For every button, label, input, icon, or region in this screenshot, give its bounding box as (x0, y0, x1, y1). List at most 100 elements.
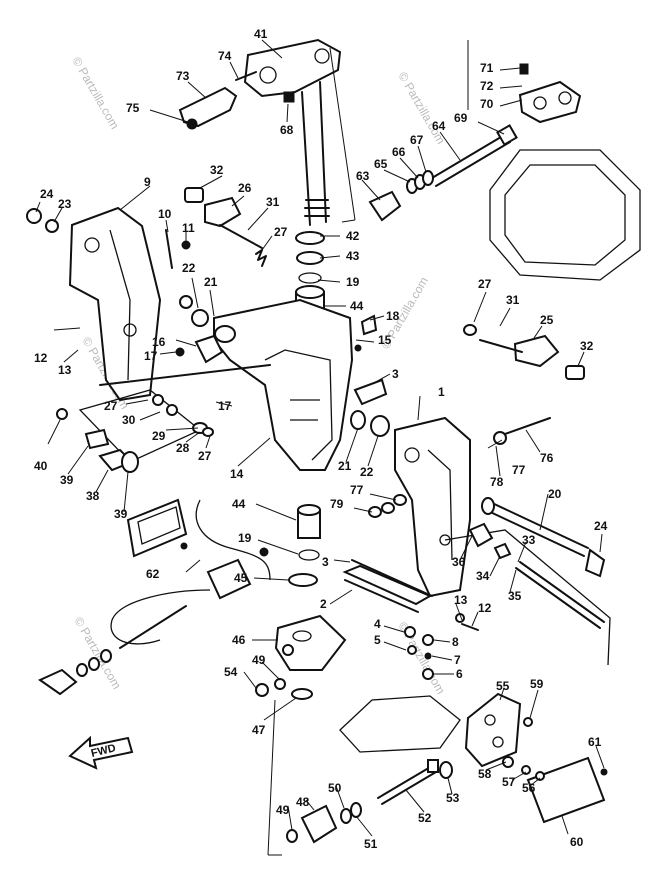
callout-8: 8 (452, 635, 459, 649)
callout-45: 45 (234, 571, 248, 585)
cable-assembly-part (37, 499, 271, 696)
callout-27-top: 27 (274, 225, 288, 239)
callout-10: 10 (158, 207, 172, 221)
callout-51: 51 (364, 837, 378, 851)
bolt-76-part (493, 417, 551, 445)
fwd-arrow: FWD (68, 735, 134, 770)
callout-21-left: 21 (204, 275, 218, 289)
callout-42: 42 (346, 229, 360, 243)
callout-68: 68 (280, 123, 294, 137)
callout-27-right: 27 (478, 277, 492, 291)
callout-22-right: 22 (360, 465, 374, 479)
stopper-25-part (463, 324, 585, 380)
tilt-tube-20-part (481, 497, 606, 578)
callout-66: 66 (392, 145, 406, 159)
callout-50: 50 (328, 781, 342, 795)
callout-41: 41 (254, 27, 268, 41)
callout-3-top: 3 (392, 367, 399, 381)
washer-43-part (296, 251, 324, 265)
callout-13-left: 13 (58, 363, 72, 377)
grease-nipple-10-11-part (165, 229, 191, 269)
callout-25: 25 (540, 313, 554, 327)
callout-33: 33 (522, 533, 536, 547)
washer-47-part (291, 688, 313, 700)
callout-77-lower: 77 (350, 483, 364, 497)
callout-44-top: 44 (350, 299, 364, 313)
callout-12-right: 12 (478, 601, 492, 615)
callout-40: 40 (34, 459, 48, 473)
lower-mount-55-part (464, 692, 533, 768)
callout-2: 2 (320, 597, 327, 611)
callout-75: 75 (126, 101, 140, 115)
washers-56-58-part (502, 756, 545, 781)
callout-44-lower: 44 (232, 497, 246, 511)
callout-54: 54 (224, 665, 238, 679)
callout-57: 57 (502, 775, 516, 789)
callout-71: 71 (480, 61, 494, 75)
callout-labels: 41 74 73 75 68 71 72 70 69 64 67 66 65 6… (34, 27, 608, 851)
callout-19-top: 19 (346, 275, 360, 289)
callout-59: 59 (530, 677, 544, 691)
callout-35: 35 (508, 589, 522, 603)
callout-30: 30 (122, 413, 136, 427)
callout-16: 16 (152, 335, 166, 349)
callout-47: 47 (252, 723, 266, 737)
callout-12-left: 12 (34, 351, 48, 365)
bolt-24-23-left-part (26, 208, 59, 233)
clamp-bracket-left-part (68, 206, 162, 402)
group-brackets (267, 40, 469, 856)
callout-76: 76 (540, 451, 554, 465)
bushing-21-22-part (350, 378, 390, 437)
callout-1: 1 (438, 385, 445, 399)
callout-78: 78 (490, 475, 504, 489)
bolt-part (235, 71, 257, 81)
callout-6: 6 (456, 667, 463, 681)
callout-48: 48 (296, 795, 310, 809)
knob-63-part (368, 190, 402, 222)
spring-27-part (255, 249, 267, 267)
callout-34: 34 (476, 569, 490, 583)
callout-60: 60 (570, 835, 584, 849)
callout-77-upper: 77 (512, 463, 526, 477)
plate-part (178, 86, 238, 130)
callout-27-pin-a: 27 (104, 399, 118, 413)
callout-67: 67 (410, 133, 424, 147)
callout-14: 14 (230, 467, 244, 481)
washer-42-part (295, 231, 325, 245)
callout-13-right: 13 (454, 593, 468, 607)
callout-31-right: 31 (506, 293, 520, 307)
shaft-64-part (431, 124, 518, 187)
steering-arm-46-part (274, 614, 347, 671)
washers-77-79-part (368, 494, 407, 518)
tilt-pin-assembly-part (56, 364, 271, 473)
callout-23: 23 (58, 197, 72, 211)
callout-4: 4 (374, 617, 381, 631)
callout-28: 28 (176, 441, 190, 455)
callout-19-lower: 19 (238, 531, 252, 545)
clamp-bracket-right-part (394, 416, 471, 598)
tilt-stopper-2-part (342, 559, 433, 613)
callout-31-top: 31 (266, 195, 280, 209)
callout-17-lower: 17 (218, 399, 232, 413)
watermark-1: © Partzilla.com (69, 55, 122, 132)
bolt-12-13-right-part (455, 613, 479, 631)
plate-62-part (126, 498, 269, 558)
callout-74: 74 (218, 49, 232, 63)
callout-62: 62 (146, 567, 160, 581)
engine-block-outline (489, 149, 641, 281)
cover-60-part (526, 756, 608, 824)
callout-3-lower: 3 (322, 555, 329, 569)
callout-27-pin-b: 27 (198, 449, 212, 463)
clamp-17-16-part (175, 334, 224, 364)
bolt-52-part (377, 759, 453, 805)
callout-63: 63 (356, 169, 370, 183)
callout-79: 79 (330, 497, 344, 511)
callout-24-left: 24 (40, 187, 54, 201)
callout-61: 61 (588, 735, 602, 749)
callout-56: 56 (522, 781, 536, 795)
washer-45-part (288, 573, 318, 587)
callout-55: 55 (496, 679, 510, 693)
callout-58: 58 (478, 767, 492, 781)
callout-24-right: 24 (594, 519, 608, 533)
